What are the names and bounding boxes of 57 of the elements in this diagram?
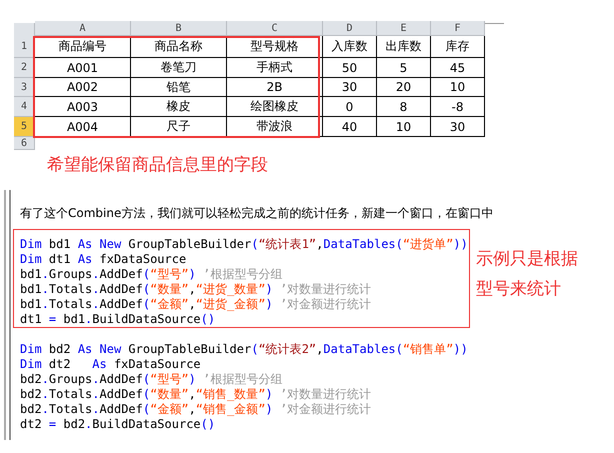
table-cell: 0	[323, 97, 377, 117]
column-header: D	[323, 21, 377, 36]
table-cell: 型号规格	[227, 36, 323, 58]
code-line: bd2.Totals.AddDef(“金额”,“销售_金额”) ’对金额进行统计	[20, 402, 372, 417]
table-cell: 出库数	[377, 36, 431, 58]
table-cell: 30	[323, 78, 377, 97]
table-cell: 8	[377, 97, 431, 117]
table-cell: 尺子	[131, 117, 227, 137]
table-cell: A003	[35, 97, 131, 117]
code-line: bd2.Totals.AddDef(“数量”,“销售_数量”) ’对数量进行统计	[20, 387, 372, 402]
column-header: E	[377, 21, 431, 36]
table-cell: 10	[377, 117, 431, 137]
table-cell: 2B	[227, 78, 323, 97]
row-header: 3	[14, 78, 35, 97]
note-text: 希望能保留商品信息里的字段	[47, 154, 268, 176]
row-header: 1	[14, 36, 35, 58]
table-cell: 绘图橡皮	[227, 97, 323, 117]
table-cell: A004	[35, 117, 131, 137]
column-header: F	[431, 21, 485, 36]
column-header: B	[131, 21, 227, 36]
table-cell: 40	[323, 117, 377, 137]
code-line: Dim dt2 As fxDataSource	[20, 357, 201, 372]
column-header: A	[35, 21, 131, 36]
row-header: 4	[14, 97, 35, 117]
table-cell: 入库数	[323, 36, 377, 58]
code-line: Dim bd1 As New GroupTableBuilder(“统计表1”,DataTables(“进货单”))	[20, 237, 468, 252]
table-cell: 10	[431, 78, 485, 97]
code-line: bd1.Totals.AddDef(“数量”,“进货_数量”) ’对数量进行统计	[20, 282, 372, 297]
table-cell: 5	[377, 58, 431, 78]
intro-sentence: 有了这个Combine方法，我们就可以轻松完成之前的统计任务，新建一个窗口，在窗口中	[20, 205, 494, 222]
code-line: Dim bd2 As New GroupTableBuilder(“统计表2”,DataTables(“销售单”))	[20, 342, 468, 357]
code-line: dt2 = bd2.BuildDataSource()	[20, 417, 216, 432]
code-line: bd1.Groups.AddDef(“型号”) ’根据型号分组	[20, 267, 282, 282]
table-cell: 30	[431, 117, 485, 137]
row-header: 2	[14, 58, 35, 78]
row-header: 5	[14, 117, 35, 137]
table-cell: A002	[35, 78, 131, 97]
row-header: 6	[14, 137, 35, 150]
table-cell: 20	[377, 78, 431, 97]
table-cell: 卷笔刀	[131, 58, 227, 78]
table-cell: -8	[431, 97, 485, 117]
table-cell: 45	[431, 58, 485, 78]
table-cell: 商品编号	[35, 36, 131, 58]
table-cell: 50	[323, 58, 377, 78]
code-line: bd2.Groups.AddDef(“型号”) ’根据型号分组	[20, 372, 282, 387]
code-line: Dim dt1 As fxDataSource	[20, 252, 186, 267]
table-cell: A001	[35, 58, 131, 78]
column-header: C	[227, 21, 323, 36]
table-cell: 带波浪	[227, 117, 323, 137]
code-line: dt1 = bd1.BuildDataSource()	[20, 312, 216, 327]
table-cell: 铅笔	[131, 78, 227, 97]
table-cell: 手柄式	[227, 58, 323, 78]
side-note: 示例只是根据型号来统计	[476, 248, 579, 301]
table-cell: 商品名称	[131, 36, 227, 58]
table-cell: 库存	[431, 36, 485, 58]
table-cell: 橡皮	[131, 97, 227, 117]
code-line: bd1.Totals.AddDef(“金额”,“进货_金额”) ’对金额进行统计	[20, 297, 372, 312]
